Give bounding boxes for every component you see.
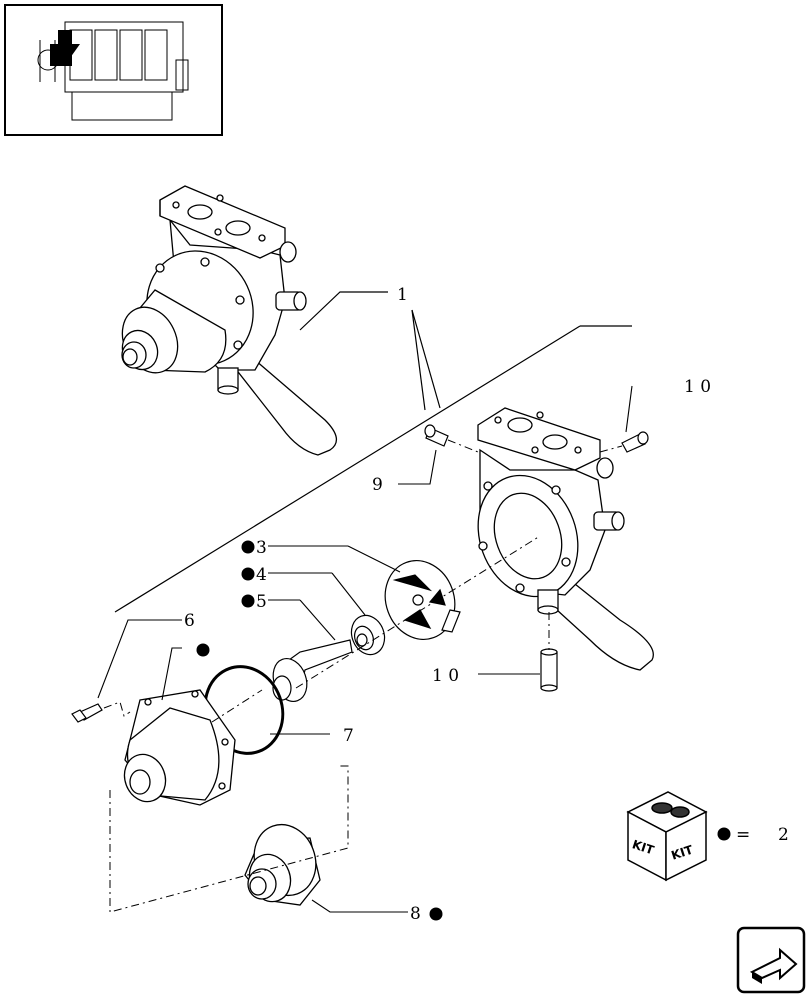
callout-3: 3 — [256, 538, 267, 558]
assembly-dashed-lines — [103, 439, 623, 913]
kit-box-icon — [626, 791, 708, 882]
kit-badge-left: KIT — [630, 837, 656, 857]
callout-4: 4 — [256, 565, 267, 585]
callout-10-top: 1 0 — [684, 377, 711, 397]
pump-housing — [477, 407, 654, 671]
kit-legend-value: 2 — [778, 825, 789, 845]
part-3-impeller — [384, 560, 461, 640]
engine-thumbnail-icon[interactable] — [4, 4, 223, 136]
part-10-plug-top — [621, 431, 649, 453]
part-4-seal — [350, 614, 386, 656]
kit-badge-right: KIT — [669, 842, 695, 862]
callout-1-leaders — [114, 291, 632, 613]
kit-legend-equals: = — [736, 825, 750, 845]
part-9-plug — [424, 424, 449, 447]
callout-6: 6 — [184, 611, 195, 631]
part-8-pulley-hub — [244, 823, 321, 906]
callout-leaders — [97, 385, 633, 913]
kit-marker-dots — [196, 540, 443, 921]
next-page-arrow-icon[interactable] — [736, 926, 806, 994]
callout-9: 9 — [372, 475, 383, 495]
callout-8: 8 — [410, 904, 421, 924]
part-10-plug-bottom — [540, 648, 558, 692]
part-6-bolt — [71, 703, 103, 723]
callout-10-bottom: 1 0 — [432, 666, 459, 686]
callout-1: 1 — [397, 285, 408, 305]
kit-legend-dot — [717, 827, 731, 841]
callout-5: 5 — [256, 592, 267, 612]
callout-7: 7 — [343, 726, 354, 746]
pump-cover — [123, 689, 236, 806]
assembled-water-pump — [121, 185, 337, 456]
